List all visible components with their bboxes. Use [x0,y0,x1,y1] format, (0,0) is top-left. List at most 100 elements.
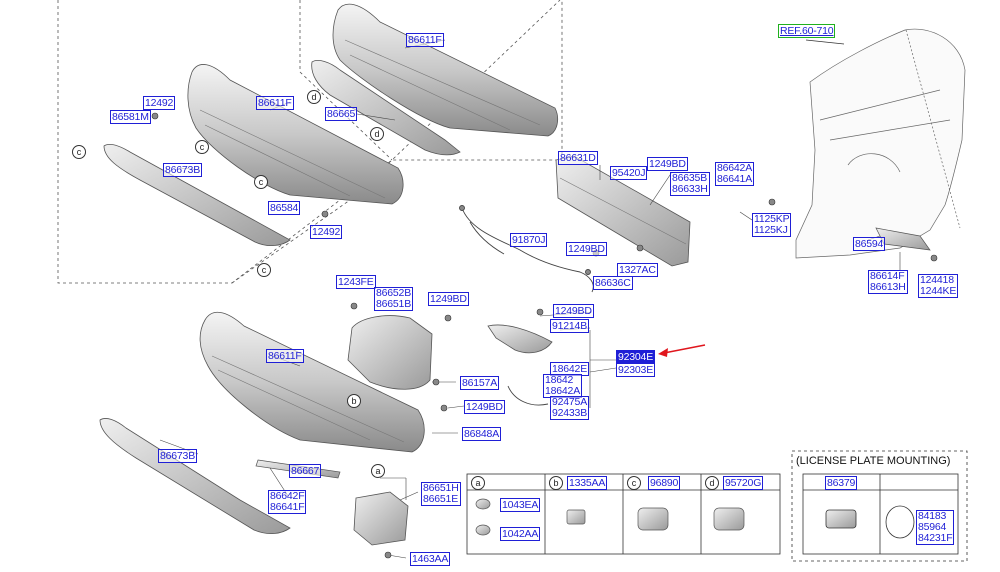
lamp-harness [507,385,549,406]
table-letter-b: b [549,476,563,490]
reflector-lamp [487,324,553,354]
part-label-1244KE: 1244KE [920,285,957,297]
hardware-icons [475,498,745,536]
part-label-1125KP-1125KJ[interactable]: 1125KP 1125KJ [752,213,792,237]
part-label-86584[interactable]: 86584 [268,201,301,215]
part-label-86665[interactable]: 86665 [325,107,358,121]
table-letter-c: c [627,476,641,490]
part-label-18642: 18642 [545,374,574,386]
part-label-86379[interactable]: 86379 [825,476,858,490]
part-label-86848A[interactable]: 86848A [462,427,502,441]
part-label-18642A: 18642A [545,385,581,397]
bracket-a [353,491,409,546]
license-plate-box [791,450,968,562]
part-label-12492[interactable]: 12492 [310,225,343,239]
part-label-85964: 85964 [918,521,947,533]
part-label-86635B: 86635B [672,172,708,184]
part-label-1042AA[interactable]: 1042AA [500,527,541,541]
part-label-86635B-86633H[interactable]: 86635B 86633H [670,172,710,196]
part-label-86633H: 86633H [672,183,708,195]
part-label-86667[interactable]: 86667 [289,464,322,478]
part-label-86614F-86613H[interactable]: 86614F 86613H [868,270,908,294]
part-label-84183-85964-84231F[interactable]: 84183 85964 84231F [916,510,955,545]
part-label-1249BD[interactable]: 1249BD [566,242,607,256]
part-label-86673B[interactable]: 86673B [163,163,203,177]
diffuser-top [311,60,461,156]
part-label-86642F-86641F[interactable]: 86642F 86641F [268,490,307,514]
bumper-top-right [332,3,559,137]
license-plate-caption: (LICENSE PLATE MOUNTING) [796,455,951,467]
part-label-1249BD[interactable]: 1249BD [647,157,688,171]
callout-letter-c: c [257,263,271,277]
part-label-86157A[interactable]: 86157A [460,376,500,390]
part-label-86594[interactable]: 86594 [853,237,886,251]
callout-letter-d: d [307,90,321,104]
part-label-1249BD[interactable]: 1249BD [464,400,505,414]
part-label-86636C[interactable]: 86636C [593,276,633,290]
part-label-86581M[interactable]: 86581M [110,110,151,124]
callout-letter-c: c [72,145,86,159]
part-label-86611F[interactable]: 86611F [266,349,304,363]
part-label-86651E: 86651E [423,493,459,505]
callout-letter-c: c [254,175,268,189]
part-label-86652B-86651B[interactable]: 86652B 86651B [374,287,414,311]
part-label-92304E-highlighted[interactable]: 92304E [616,350,656,364]
lower-trim-main [99,418,291,534]
part-label-124418-1244KE[interactable]: 124418 1244KE [918,274,959,298]
part-label-1249BD[interactable]: 1249BD [553,304,594,318]
bumper-mid [187,64,404,205]
callout-letter-b: b [347,394,361,408]
part-label-86673B[interactable]: 86673B [158,449,198,463]
part-label-86651B: 86651B [376,298,412,310]
part-label-12492[interactable]: 12492 [143,96,176,110]
part-label-91214B[interactable]: 91214B [550,319,590,333]
ref-label[interactable]: REF.60-710 [778,24,836,38]
part-label-86611F[interactable]: 86611F [406,33,444,47]
part-label-92433B: 92433B [552,407,588,419]
part-label-92475A: 92475A [552,396,588,408]
lower-trim-top [103,144,291,246]
callout-letter-a: a [371,464,385,478]
part-label-86651H-86651E[interactable]: 86651H 86651E [421,482,461,506]
quarter-panel [795,28,966,259]
part-label-86641A: 86641A [717,173,753,185]
red-arrow [658,344,706,357]
part-label-86642A: 86642A [717,162,753,174]
part-label-95720G[interactable]: 95720G [723,476,764,490]
part-label-1043EA[interactable]: 1043EA [500,498,541,512]
table-letter-d: d [705,476,719,490]
callout-letter-c: c [195,140,209,154]
part-label-84183: 84183 [918,510,947,522]
part-label-86652B: 86652B [376,287,412,299]
part-label-1125KP: 1125KP [754,213,790,225]
hardware-table [466,473,781,555]
part-label-1125KJ: 1125KJ [754,224,788,236]
part-label-1463AA[interactable]: 1463AA [410,552,451,566]
part-label-1327AC[interactable]: 1327AC [617,263,658,277]
part-label-86642A-86641A[interactable]: 86642A 86641A [715,162,755,186]
part-label-96890[interactable]: 96890 [648,476,681,490]
bumper-main [199,312,425,453]
part-label-86651H: 86651H [423,482,459,494]
part-label-1249BD[interactable]: 1249BD [428,292,469,306]
table-letter-a: a [471,476,485,490]
part-label-86631D[interactable]: 86631D [558,151,598,165]
wiring-harness [459,205,594,293]
side-bracket-main [347,315,433,390]
part-label-86613H: 86613H [870,281,906,293]
part-label-91870J[interactable]: 91870J [510,233,548,247]
part-label-86614F: 86614F [870,270,905,282]
part-label-92303E[interactable]: 92303E [616,363,656,377]
part-label-92475A-92433B[interactable]: 92475A 92433B [550,396,590,420]
part-label-86641F: 86641F [270,501,305,513]
part-label-1243FE[interactable]: 1243FE [336,275,376,289]
part-label-124418: 124418 [920,274,954,286]
part-label-84231F: 84231F [918,532,953,544]
part-label-95420J[interactable]: 95420J [610,166,648,180]
part-label-86611F[interactable]: 86611F [256,96,294,110]
part-label-86642F: 86642F [270,490,305,502]
callout-letter-d: d [370,127,384,141]
part-label-18642-18642A[interactable]: 18642 18642A [543,374,583,398]
part-label-1335AA[interactable]: 1335AA [567,476,608,490]
